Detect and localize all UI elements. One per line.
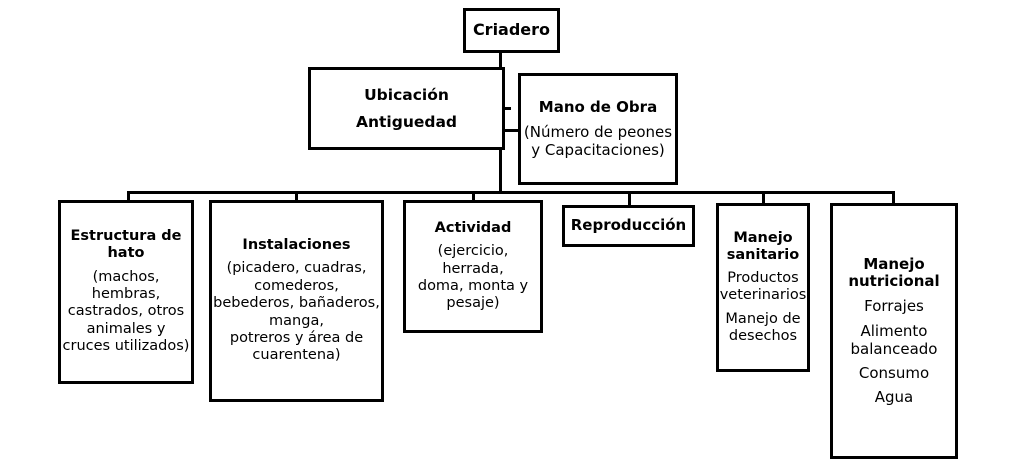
node-reproduccion-title: Reproducción [570, 216, 687, 235]
node-manejo-nutricional-sub-line-1: Forrajes [864, 297, 924, 316]
node-manejo-sanitario-title-line-2: sanitario [726, 246, 800, 263]
node-manejo-sanitario-sub-line-1: Productos [727, 269, 799, 286]
node-manejo-nutricional-sub-line-4: Consumo [858, 363, 930, 382]
connector-to-ubicacion [502, 107, 511, 110]
node-mano-de-obra[interactable]: Mano de Obra (Número de peones y Capacit… [518, 73, 678, 185]
node-instalaciones-sub-line-6: cuarentena) [252, 347, 341, 364]
connector-drop-instalaciones [295, 191, 298, 202]
node-manejo-sanitario-title-line-1: Manejo [733, 229, 793, 246]
node-estructura-sub-line-3: castrados, otros [67, 303, 185, 320]
node-ubicacion-antiguedad[interactable]: Ubicación Antiguedad [308, 67, 505, 150]
connector-drop-reproduccion [628, 191, 631, 207]
node-manejo-nutricional-title-line-2: nutricional [848, 272, 940, 291]
node-instalaciones-sub-line-1: (picadero, cuadras, [226, 260, 367, 277]
connector-level3-bus [127, 191, 895, 194]
node-instalaciones-sub-line-4: manga, [269, 312, 324, 329]
node-instalaciones[interactable]: Instalaciones (picadero, cuadras, comede… [209, 200, 384, 402]
node-manejo-nutricional[interactable]: Manejo nutricional Forrajes Alimento bal… [830, 203, 958, 459]
node-reproduccion[interactable]: Reproducción [562, 205, 695, 247]
node-manejo-nutricional-title-line-1: Manejo [863, 254, 925, 273]
node-actividad-sub-line-1: (ejercicio, herrada, [437, 243, 509, 277]
node-mano-de-obra-sub-line-2: y Capacitaciones) [531, 140, 665, 159]
node-actividad-sub-line-2: doma, monta y [417, 278, 529, 295]
node-mano-de-obra-sub-line-1: (Número de peones [523, 122, 673, 141]
node-instalaciones-title: Instalaciones [242, 237, 351, 254]
node-manejo-nutricional-sub-line-5: Agua [874, 388, 914, 407]
node-estructura-title-line-2: hato [107, 245, 145, 262]
node-actividad-sub-line-3: pesaje) [446, 295, 500, 312]
node-instalaciones-sub-line-5: potreros y área de [229, 329, 364, 346]
connector-to-mano-de-obra [499, 129, 520, 132]
connector-drop-estructura [127, 191, 130, 202]
node-manejo-sanitario[interactable]: Manejo sanitario Productos veterinarios … [716, 203, 810, 372]
connector-drop-sanitario [762, 191, 765, 205]
node-ubicacion-title-line-2: Antiguedad [355, 112, 458, 131]
node-estructura-title-line-1: Estructura de [70, 228, 182, 245]
node-instalaciones-sub-line-3: bebederos, bañaderos, [213, 295, 380, 312]
node-estructura-sub-line-4: animales y [86, 320, 166, 337]
connector-drop-actividad [472, 191, 475, 202]
node-estructura-sub-line-1: (machos, [92, 268, 160, 285]
node-manejo-sanitario-sub-line-3: Manejo de [725, 310, 801, 327]
node-estructura-sub-line-5: cruces utilizados) [62, 338, 190, 355]
node-manejo-sanitario-sub-line-2: veterinarios [719, 287, 807, 304]
node-mano-de-obra-title: Mano de Obra [538, 98, 658, 116]
node-actividad[interactable]: Actividad (ejercicio, herrada, doma, mon… [403, 200, 543, 333]
node-estructura-sub-line-2: hembras, [91, 286, 161, 303]
node-manejo-sanitario-sub-line-4: desechos [728, 328, 798, 345]
node-manejo-nutricional-sub-line-2: Alimento [860, 321, 928, 340]
node-estructura-de-hato[interactable]: Estructura de hato (machos, hembras, cas… [58, 200, 194, 384]
connector-drop-nutricional [892, 191, 895, 205]
node-ubicacion-title-line-1: Ubicación [364, 85, 449, 104]
node-manejo-nutricional-sub-line-3: balanceado [850, 339, 938, 358]
node-criadero-title: Criadero [472, 20, 551, 40]
node-criadero[interactable]: Criadero [463, 8, 560, 53]
node-instalaciones-sub-line-2: comederos, [254, 277, 339, 294]
node-actividad-title: Actividad [434, 220, 512, 237]
